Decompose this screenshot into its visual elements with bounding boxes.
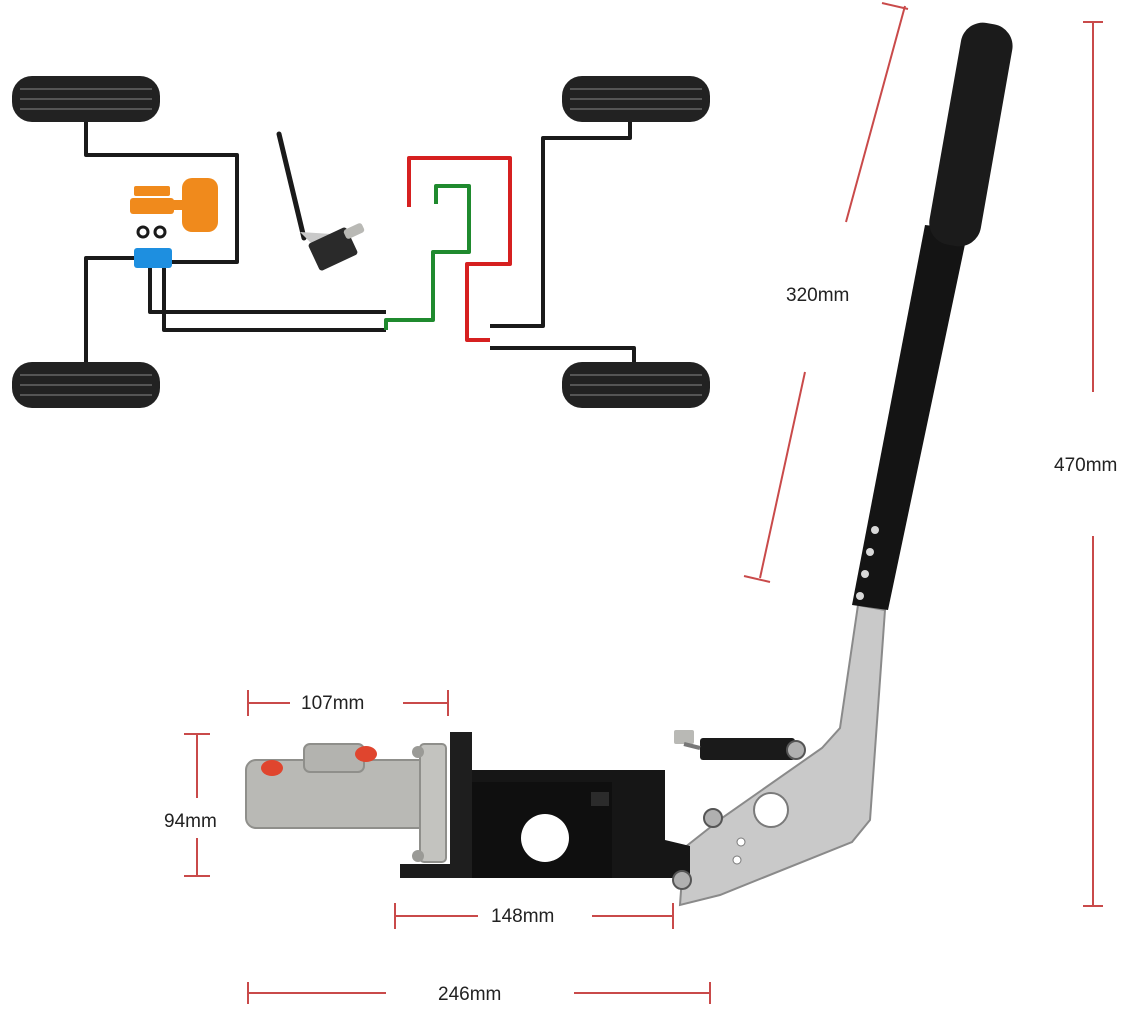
line-rear-right [490,346,636,362]
dimension-label-body-height: 94mm [164,811,217,832]
tire-icon [12,76,160,122]
reservoir-cap [355,746,377,762]
tire-icon [12,362,160,408]
green-brake-line [384,184,471,330]
line-left-vertical [148,268,386,314]
handbrake-product [245,22,1013,907]
black-brake-lines [84,120,636,362]
dimension-lines [184,2,1103,1004]
red-brake-line [407,156,512,342]
dimension-label-total-length: 246mm [438,984,502,1005]
master-cylinder [245,743,447,863]
line-front-right [490,120,632,328]
handbrake-thumbnail-icon [276,131,365,271]
linkage-block [700,738,795,760]
adjustment-holes [856,526,879,600]
line-front-left [84,122,239,264]
proportioning-valve-icon [130,178,218,268]
lever-grip [929,22,1013,247]
dimension-label-grip: 320mm [786,285,850,306]
tire-icon [562,362,710,408]
bracket-hole [753,792,789,828]
line-main-black [162,268,386,332]
line-rear-left [84,256,134,362]
dim-320-lower [759,371,806,579]
dim-320-upper [845,5,906,223]
brake-line-schematic [12,76,710,408]
lever-bracket [678,603,887,907]
lever-shaft [852,225,968,610]
dimension-label-base-length: 148mm [491,906,555,927]
housing-bolt [672,870,692,890]
dimension-label-cylinder-length: 107mm [301,693,365,714]
cylinder-cap [261,760,283,776]
housing-hole [521,814,569,862]
dimension-label-total-height: 470mm [1054,455,1118,476]
tire-icon [562,76,710,122]
